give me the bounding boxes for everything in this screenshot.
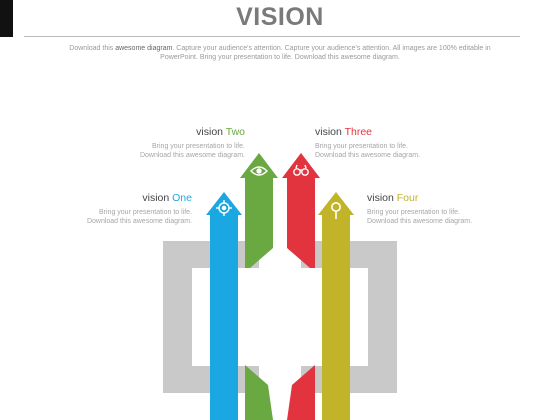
label-number: One [172,192,192,204]
subtitle-rest: . Capture your audience's attention. Cap… [172,45,491,52]
desc-vision-four: Bring your presentation to life. Downloa… [367,208,527,226]
label-word: vision [142,192,173,204]
title-divider [24,36,520,37]
arrow-vision-three [287,365,315,420]
arrow-vision-one [206,192,242,420]
corner-block [0,0,13,37]
desc-line: Download this awesome diagram. [315,152,421,159]
desc-line: Download this awesome diagram. [139,152,245,159]
label-vision-four: vision Four [367,192,418,204]
label-number: Two [225,126,245,138]
arrow-vision-two [245,365,273,420]
desc-line: Bring your presentation to life. [315,143,408,150]
page-title: VISION [236,3,324,31]
label-number: Three [344,126,373,138]
desc-line: Bring your presentation to life. [152,143,245,150]
desc-vision-three: Bring your presentation to life. Downloa… [315,142,475,160]
label-vision-one: vision One [120,192,192,204]
desc-line: Download this awesome diagram. [86,218,192,225]
desc-line: Bring your presentation to life. [99,209,192,216]
subtitle-line2: PowerPoint. Bring your presentation to l… [160,54,400,61]
label-vision-two: vision Two [160,126,245,138]
label-word: vision [315,126,345,138]
arrow-vision-three-upper [282,153,320,268]
desc-line: Download this awesome diagram. [367,218,473,225]
label-word: vision [196,126,226,138]
binoculars-icon [293,164,309,176]
desc-vision-two: Bring your presentation to life. Downloa… [85,142,245,160]
magnifier-icon [330,202,341,219]
desc-vision-one: Bring your presentation to life. Downloa… [32,208,192,226]
arrow-vision-two-upper [240,153,278,268]
target-icon [216,200,232,216]
desc-line: Bring your presentation to life. [367,209,460,216]
label-number: Four [396,192,419,204]
label-vision-three: vision Three [315,126,372,138]
arrow-vision-four [318,192,354,420]
label-word: vision [367,192,397,204]
subtitle-bold: awesome diagram [115,45,173,52]
eye-icon [250,166,268,176]
page-subtitle: Download this awesome diagram. Capture y… [40,44,520,62]
subtitle-prefix: Download this [69,45,116,52]
